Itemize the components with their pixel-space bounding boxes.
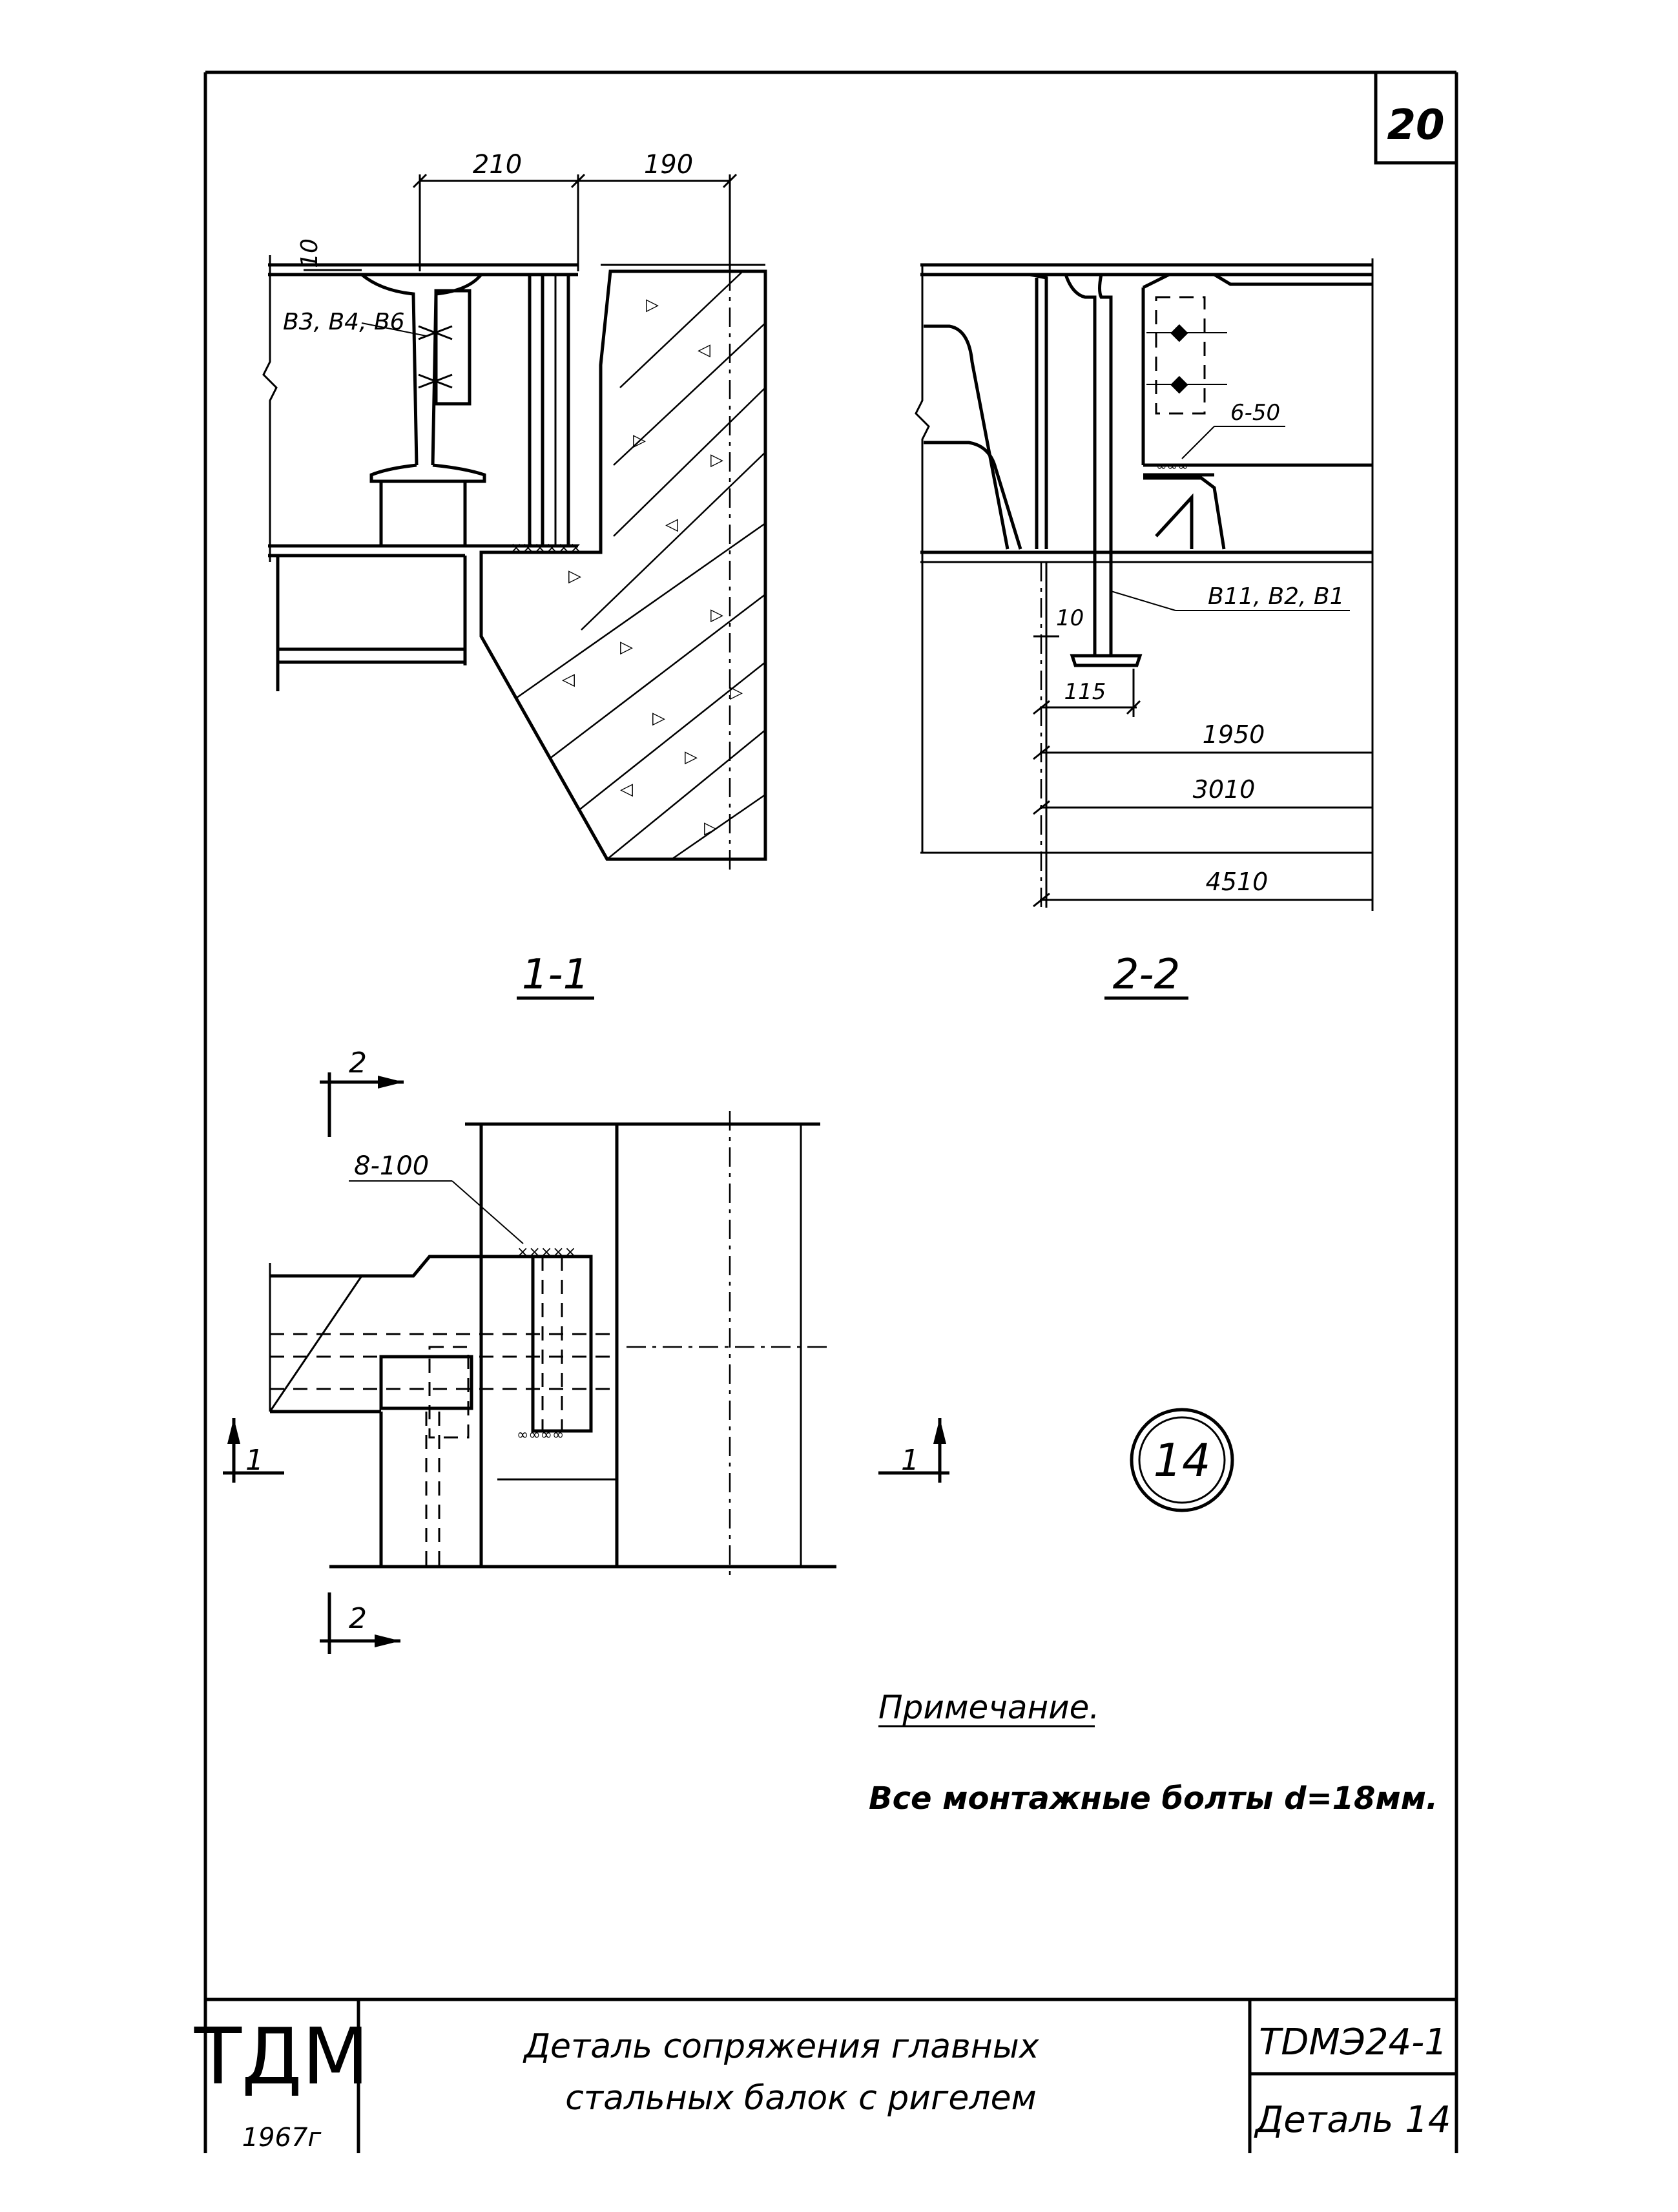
svg-text:◁: ◁ <box>698 340 710 360</box>
cut-2-bottom: 2 <box>349 1602 367 1635</box>
dim-4510: 4510 <box>1206 868 1269 896</box>
svg-text:◆: ◆ <box>1170 318 1188 345</box>
title-line-1: Деталь сопряжения главных <box>523 2027 1039 2066</box>
bolt-label-2-2: В11, В2, В1 <box>1208 583 1344 610</box>
note-heading: Примечание. <box>878 1689 1099 1726</box>
bolt-label-1-1: В3, В4, В6 <box>283 309 405 335</box>
note-text: Все монтажные болты d=18мм. <box>869 1780 1438 1817</box>
sheet-frame: 20 <box>203 70 1458 2153</box>
svg-text:▷: ▷ <box>652 709 665 728</box>
svg-text:▷: ▷ <box>646 295 659 315</box>
dim-10-2-2: 10 <box>1056 605 1084 631</box>
dim-10-left: 10 <box>296 238 323 268</box>
detail-marker: 14 <box>1130 1408 1234 1512</box>
title-block: ТДМ 1967г Деталь сопряжения главных стал… <box>194 1998 1456 2153</box>
svg-text:▷: ▷ <box>710 450 723 470</box>
svg-text:▷: ▷ <box>704 819 717 838</box>
svg-text:▷: ▷ <box>633 431 646 450</box>
dim-115: 115 <box>1064 679 1106 705</box>
dim-1950: 1950 <box>1203 720 1265 749</box>
svg-text:×××××: ××××× <box>517 1244 576 1260</box>
svg-text:◆: ◆ <box>1170 370 1188 397</box>
section-2-2: ◆ ◆ ∞∞∞ 6-50 В11, В2, В1 10 115 1950 3010 <box>915 258 1374 1000</box>
svg-text:▷: ▷ <box>710 605 723 625</box>
svg-text:◁: ◁ <box>665 515 678 534</box>
section-1-1: 210 190 10 В3, В4, В6 <box>262 150 767 1000</box>
dim-190: 190 <box>644 150 693 180</box>
detail-label: Деталь 14 <box>1254 2099 1451 2141</box>
section-label-1-1: 1-1 <box>522 951 590 999</box>
detail-number: 14 <box>1153 1434 1210 1487</box>
sheet-number: 20 <box>1387 101 1444 149</box>
svg-text:▷: ▷ <box>620 638 633 657</box>
svg-text:▷: ▷ <box>730 683 743 702</box>
svg-text:∞∞∞: ∞∞∞ <box>1156 458 1188 474</box>
svg-text:▷: ▷ <box>685 747 698 767</box>
org-mark: ТДМ <box>194 2012 369 2102</box>
cut-1-left: 1 <box>245 1444 264 1477</box>
cut-1-right: 1 <box>901 1444 919 1477</box>
cut-2-top: 2 <box>349 1047 367 1080</box>
svg-text:▷: ▷ <box>568 567 581 586</box>
plan-view: 2 2 1 1 <box>223 1047 949 1654</box>
weld-label-2-2: 6-50 <box>1230 400 1280 426</box>
svg-text:◁: ◁ <box>562 670 575 689</box>
dim-3010: 3010 <box>1193 775 1256 804</box>
svg-text:∞∞∞∞: ∞∞∞∞ <box>517 1427 564 1443</box>
svg-text:◁: ◁ <box>620 780 633 799</box>
section-label-2-2: 2-2 <box>1113 951 1181 999</box>
doc-code: ТDМЭ24-1 <box>1259 2021 1447 2063</box>
dim-210: 210 <box>473 150 522 180</box>
weld-label-plan: 8-100 <box>354 1151 429 1181</box>
title-line-2: стальных балок с ригелем <box>565 2079 1037 2118</box>
year: 1967г <box>242 2123 322 2153</box>
note-block: Примечание. Все монтажные болты d=18мм. <box>869 1689 1438 1817</box>
